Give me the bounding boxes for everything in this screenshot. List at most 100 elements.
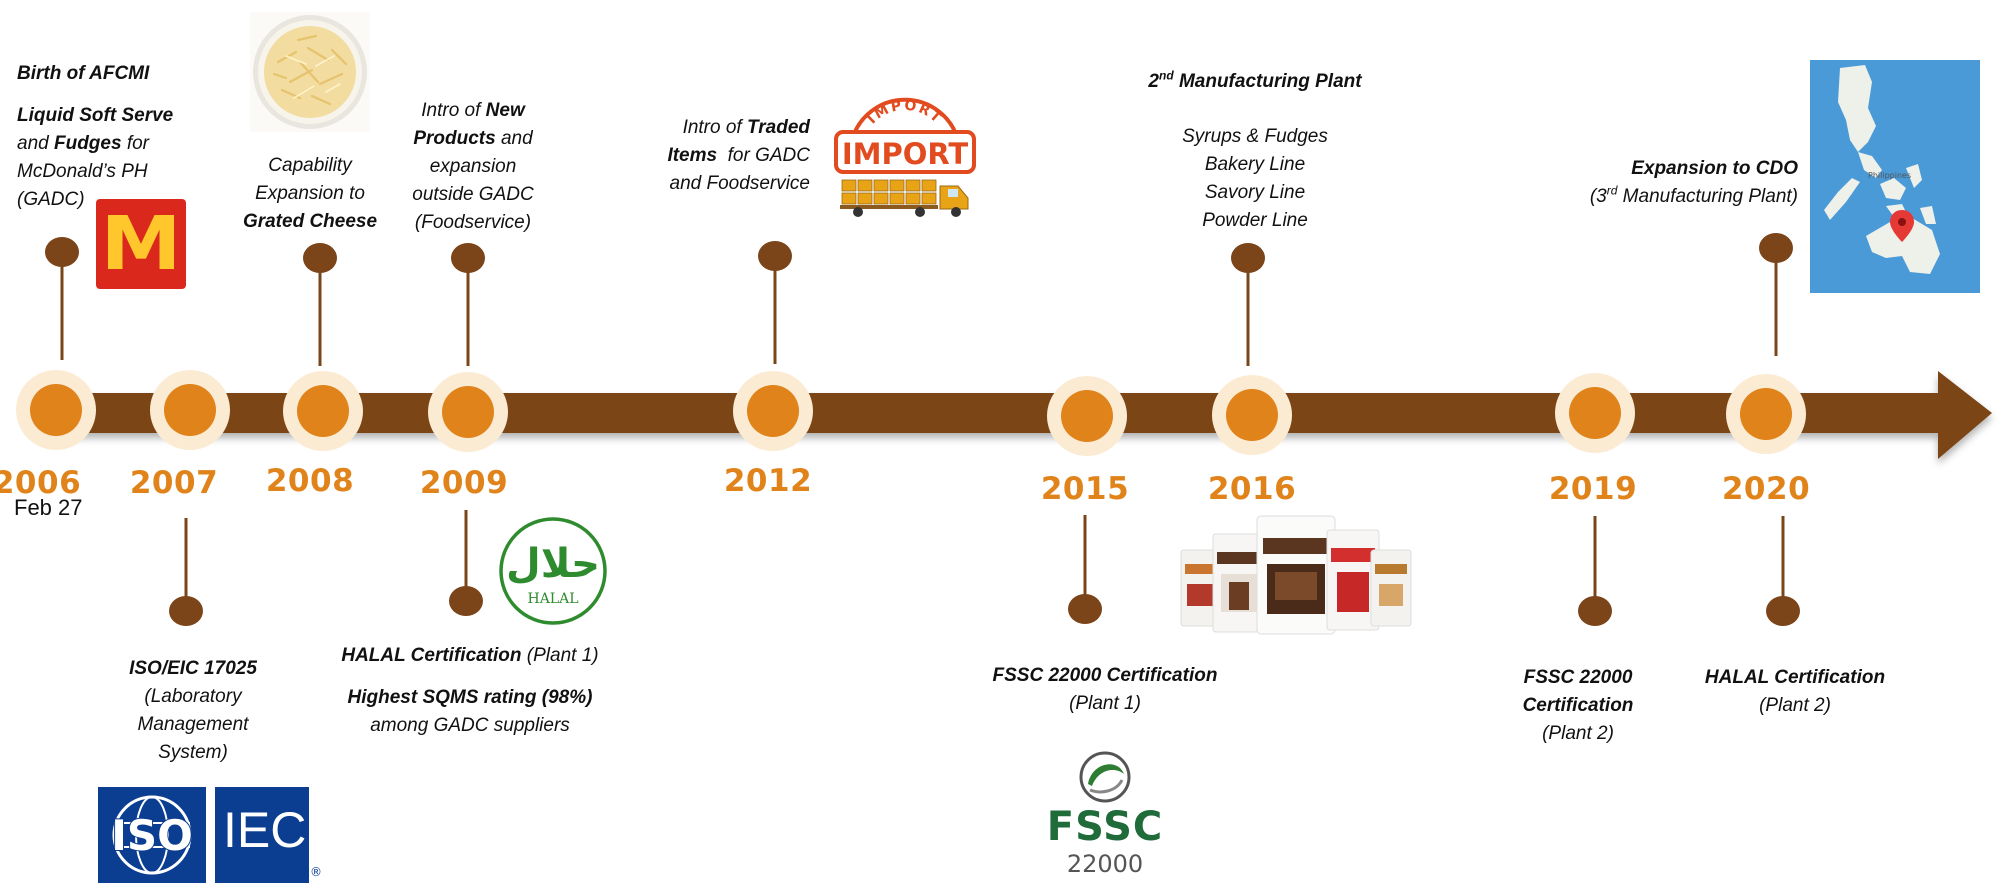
timeline-node-2007: [150, 370, 230, 450]
event-2020-top-text: Expansion to CDO (3rd Manufacturing Plan…: [1490, 155, 1798, 211]
year-2006: 2006: [0, 465, 82, 501]
import-truck-icon: IMPORT IMPORT: [834, 98, 976, 217]
event-2009-bottom-line1: HALAL Certification (Plant 1): [341, 645, 599, 666]
event-2006-line4: (GADC): [17, 189, 85, 210]
event-2007-line2: (Laboratory: [144, 686, 242, 707]
pouch-strawberry-syrup: [1326, 529, 1380, 631]
event-2009-bottom-text: HALAL Certification (Plant 1) Highest SQ…: [320, 642, 620, 740]
event-2020-top-line2: (3rd Manufacturing Plant): [1589, 183, 1798, 207]
timeline-node-dot: [442, 386, 494, 438]
connector-dot: [758, 241, 792, 271]
iec-logo: IEC: [215, 787, 309, 883]
timeline-node-2008: [283, 371, 363, 451]
connector-dot: [1766, 596, 1800, 626]
connector-2016-top: [1231, 243, 1265, 366]
connector-2008-top: [303, 243, 337, 366]
halal-text: HALAL: [527, 591, 578, 607]
timeline-node-dot: [1740, 388, 1792, 440]
event-2020-top-line1: Expansion to CDO: [1631, 158, 1798, 179]
year-2009: 2009: [419, 465, 509, 501]
event-2016-line1: Syrups & Fudges: [1182, 126, 1328, 147]
year-2015: 2015: [1040, 471, 1130, 507]
event-2009-top-line3: expansion: [429, 156, 517, 177]
event-2008-text: Capability Expansion to Grated Cheese: [220, 152, 400, 236]
timeline-node-dot: [164, 384, 216, 436]
event-2019-line1: FSSC 22000: [1523, 667, 1633, 688]
event-2007-line3: Management: [137, 714, 249, 735]
pouch-caramel: [1370, 549, 1412, 627]
globe-icon: [112, 795, 192, 875]
event-2009-bottom-line3: among GADC suppliers: [370, 715, 570, 736]
connector-2020-top: [1759, 233, 1793, 356]
event-2012-text: Intro of Traded Items for GADC and Foods…: [600, 114, 810, 198]
import-arc-text: IMPORT: [864, 98, 943, 128]
timeline-arrow-head: [1938, 371, 1992, 459]
timeline-node-dot: [1061, 390, 1113, 442]
event-2015-line1: FSSC 22000 Certification: [992, 665, 1218, 686]
timeline-node-dot: [1569, 387, 1621, 439]
event-2016-text: 2nd Manufacturing Plant Syrups & Fudges …: [1110, 68, 1400, 235]
event-2015-text: FSSC 22000 Certification (Plant 1): [955, 662, 1255, 718]
event-2008-line1: Capability: [268, 155, 352, 176]
registered-mark: ®: [310, 865, 322, 879]
event-2006-line2: and Fudges for: [17, 133, 149, 154]
connector-dot: [1231, 243, 1265, 273]
connector-2007-bottom: [169, 518, 203, 626]
event-2006-line3: McDonald’s PH: [17, 161, 148, 182]
connector-2020-bottom: [1766, 516, 1800, 626]
year-2008: 2008: [265, 463, 355, 499]
connector-2019-bottom: [1578, 516, 1612, 626]
timeline-node-dot: [297, 385, 349, 437]
event-2007-line4: System): [158, 742, 228, 763]
svg-text:IMPORT: IMPORT: [864, 98, 945, 128]
timeline-node-2015: [1047, 376, 1127, 456]
iso-iec-logo: ISO IEC ®: [98, 787, 324, 883]
event-2015-line2: (Plant 1): [1069, 693, 1141, 714]
philippines-map: Philippines: [1810, 60, 1980, 293]
event-2020-bottom-line1: HALAL Certification: [1704, 667, 1886, 688]
halal-arabic-text: حلال: [506, 541, 600, 587]
event-2007-line1: ISO/EIC 17025: [129, 658, 257, 679]
pouch-fudge: [1180, 549, 1222, 627]
event-2019-line2: Certification: [1522, 695, 1634, 716]
iso-logo: ISO: [98, 787, 206, 883]
product-pouches-image: [1180, 515, 1412, 635]
event-2016-line3: Savory Line: [1204, 182, 1306, 203]
event-2009-top-line4: outside GADC: [412, 184, 534, 205]
event-2016-line2: Bakery Line: [1204, 154, 1306, 175]
mcdonalds-logo-letter: M: [100, 201, 182, 287]
timeline-node-2006: [16, 370, 96, 450]
event-2020-bottom-text: HALAL Certification (Plant 2): [1675, 664, 1915, 720]
event-2009-top-line2: Products and: [413, 128, 533, 149]
event-2009-top-text: Intro of New Products and expansion outs…: [383, 97, 563, 237]
connector-dot: [449, 586, 483, 616]
year-2007: 2007: [129, 465, 219, 501]
event-2008-line3: Grated Cheese: [242, 211, 378, 232]
connector-dot: [169, 596, 203, 626]
event-2006-title: Birth of AFCMI: [17, 63, 150, 84]
timeline-node-2020: [1726, 374, 1806, 454]
fssc-logo: FSSC 22000: [1040, 750, 1170, 880]
timeline-node-2009: [428, 372, 508, 452]
connector-2012-top: [758, 241, 792, 364]
connector-2006-top: [45, 237, 79, 360]
event-2019-line3: (Plant 2): [1542, 723, 1614, 744]
timeline-node-2016: [1212, 375, 1292, 455]
pouch-chocolate-syrup: [1212, 533, 1266, 633]
event-2007-text: ISO/EIC 17025 (Laboratory Management Sys…: [103, 655, 283, 767]
year-2016: 2016: [1207, 471, 1297, 507]
map-pin-icon: [1890, 210, 1914, 242]
connector-dot: [1068, 594, 1102, 624]
connector-dot: [303, 243, 337, 273]
event-2016-title: 2nd Manufacturing Plant: [1148, 68, 1362, 92]
halal-logo: حلال HALAL: [499, 517, 607, 625]
connector-dot: [1759, 233, 1793, 263]
connector-2015-bottom: [1068, 515, 1102, 624]
import-main-text: IMPORT: [842, 137, 969, 171]
event-2012-line2: Items for GADC: [667, 145, 810, 166]
event-2006-text: Birth of AFCMI Liquid Soft Serve and Fud…: [17, 60, 207, 214]
timeline-node-dot: [30, 384, 82, 436]
event-2012-line1: Intro of Traded: [682, 117, 810, 138]
connector-dot: [451, 243, 485, 273]
